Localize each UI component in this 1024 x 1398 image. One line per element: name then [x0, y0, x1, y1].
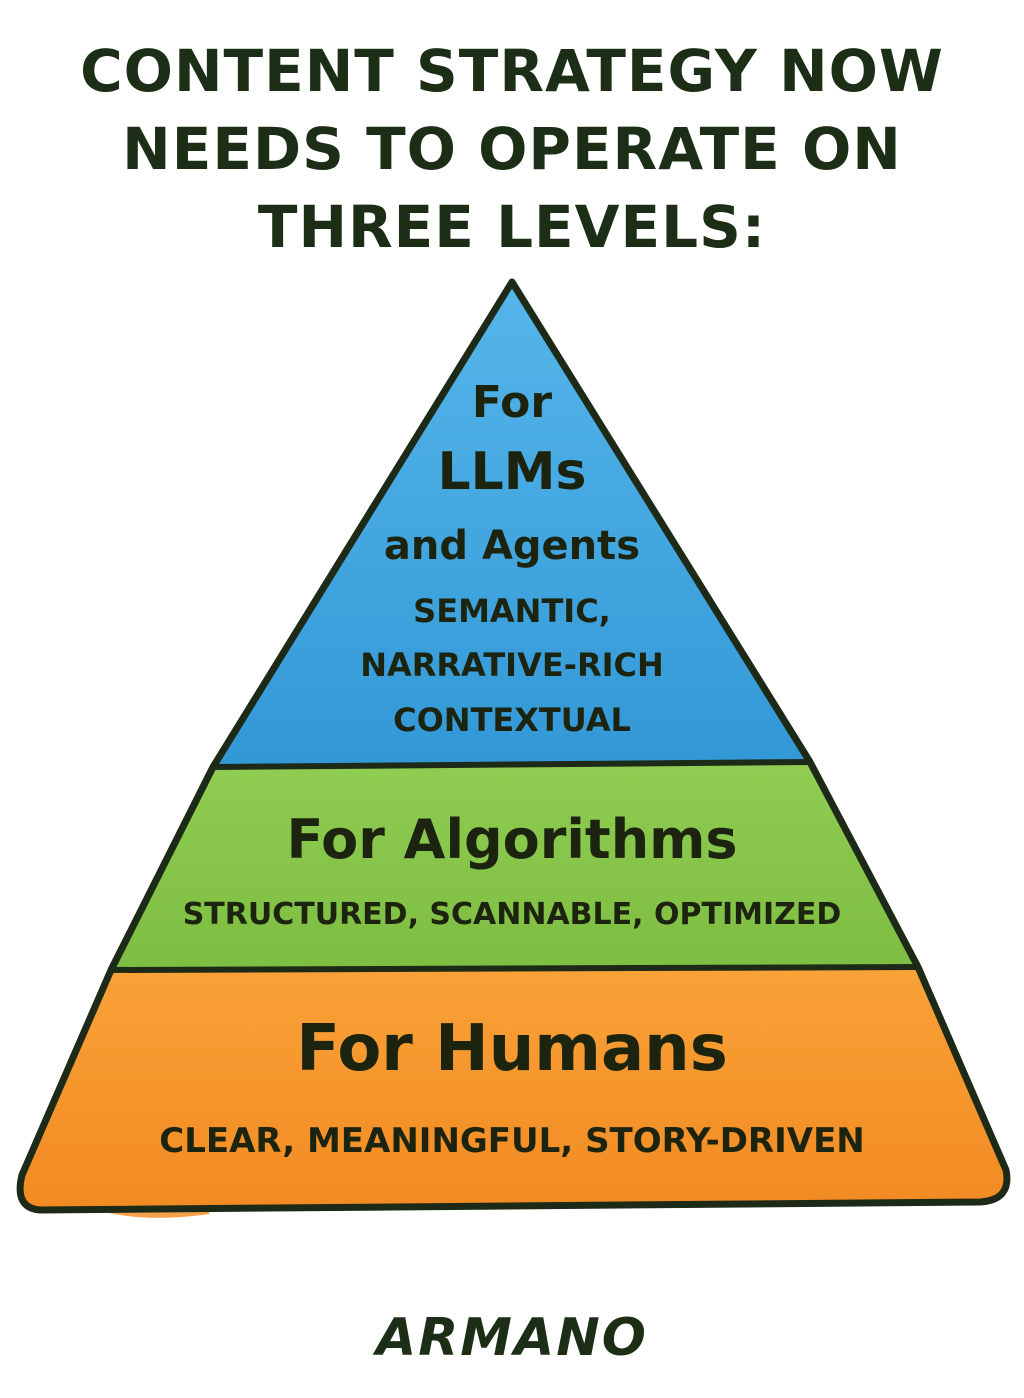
algorithms-description: STRUCTURED, SCANNABLE, OPTIMIZED	[182, 897, 842, 932]
diagram-title: CONTENT STRATEGY NOW NEEDS TO OPERATE ON…	[0, 32, 1024, 266]
llms-prefix: For	[471, 377, 553, 428]
title-line-3: THREE LEVELS:	[257, 193, 767, 261]
humans-description: CLEAR, MEANINGFUL, STORY-DRIVEN	[159, 1121, 865, 1161]
tier-llms	[213, 282, 810, 767]
pyramid-outline	[16, 278, 1011, 1214]
algorithms-heading: For Algorithms	[286, 808, 738, 871]
llms-subheading: and Agents	[383, 523, 641, 569]
author-signature: ARMANO	[376, 1308, 648, 1368]
humans-heading: For Humans	[296, 1012, 728, 1086]
llms-description-line-2: NARRATIVE-RICH	[360, 646, 664, 684]
title-line-1: CONTENT STRATEGY NOW	[80, 37, 944, 105]
llms-description-line-1: SEMANTIC,	[413, 592, 611, 630]
divider-top	[212, 759, 811, 770]
title-line-2: NEEDS TO OPERATE ON	[122, 115, 902, 183]
llms-heading: LLMs	[437, 442, 587, 502]
divider-bottom	[110, 964, 919, 973]
tier-humans	[20, 967, 1007, 1210]
tier-algorithms	[111, 762, 918, 970]
llms-description-line-3: CONTEXTUAL	[393, 701, 631, 739]
